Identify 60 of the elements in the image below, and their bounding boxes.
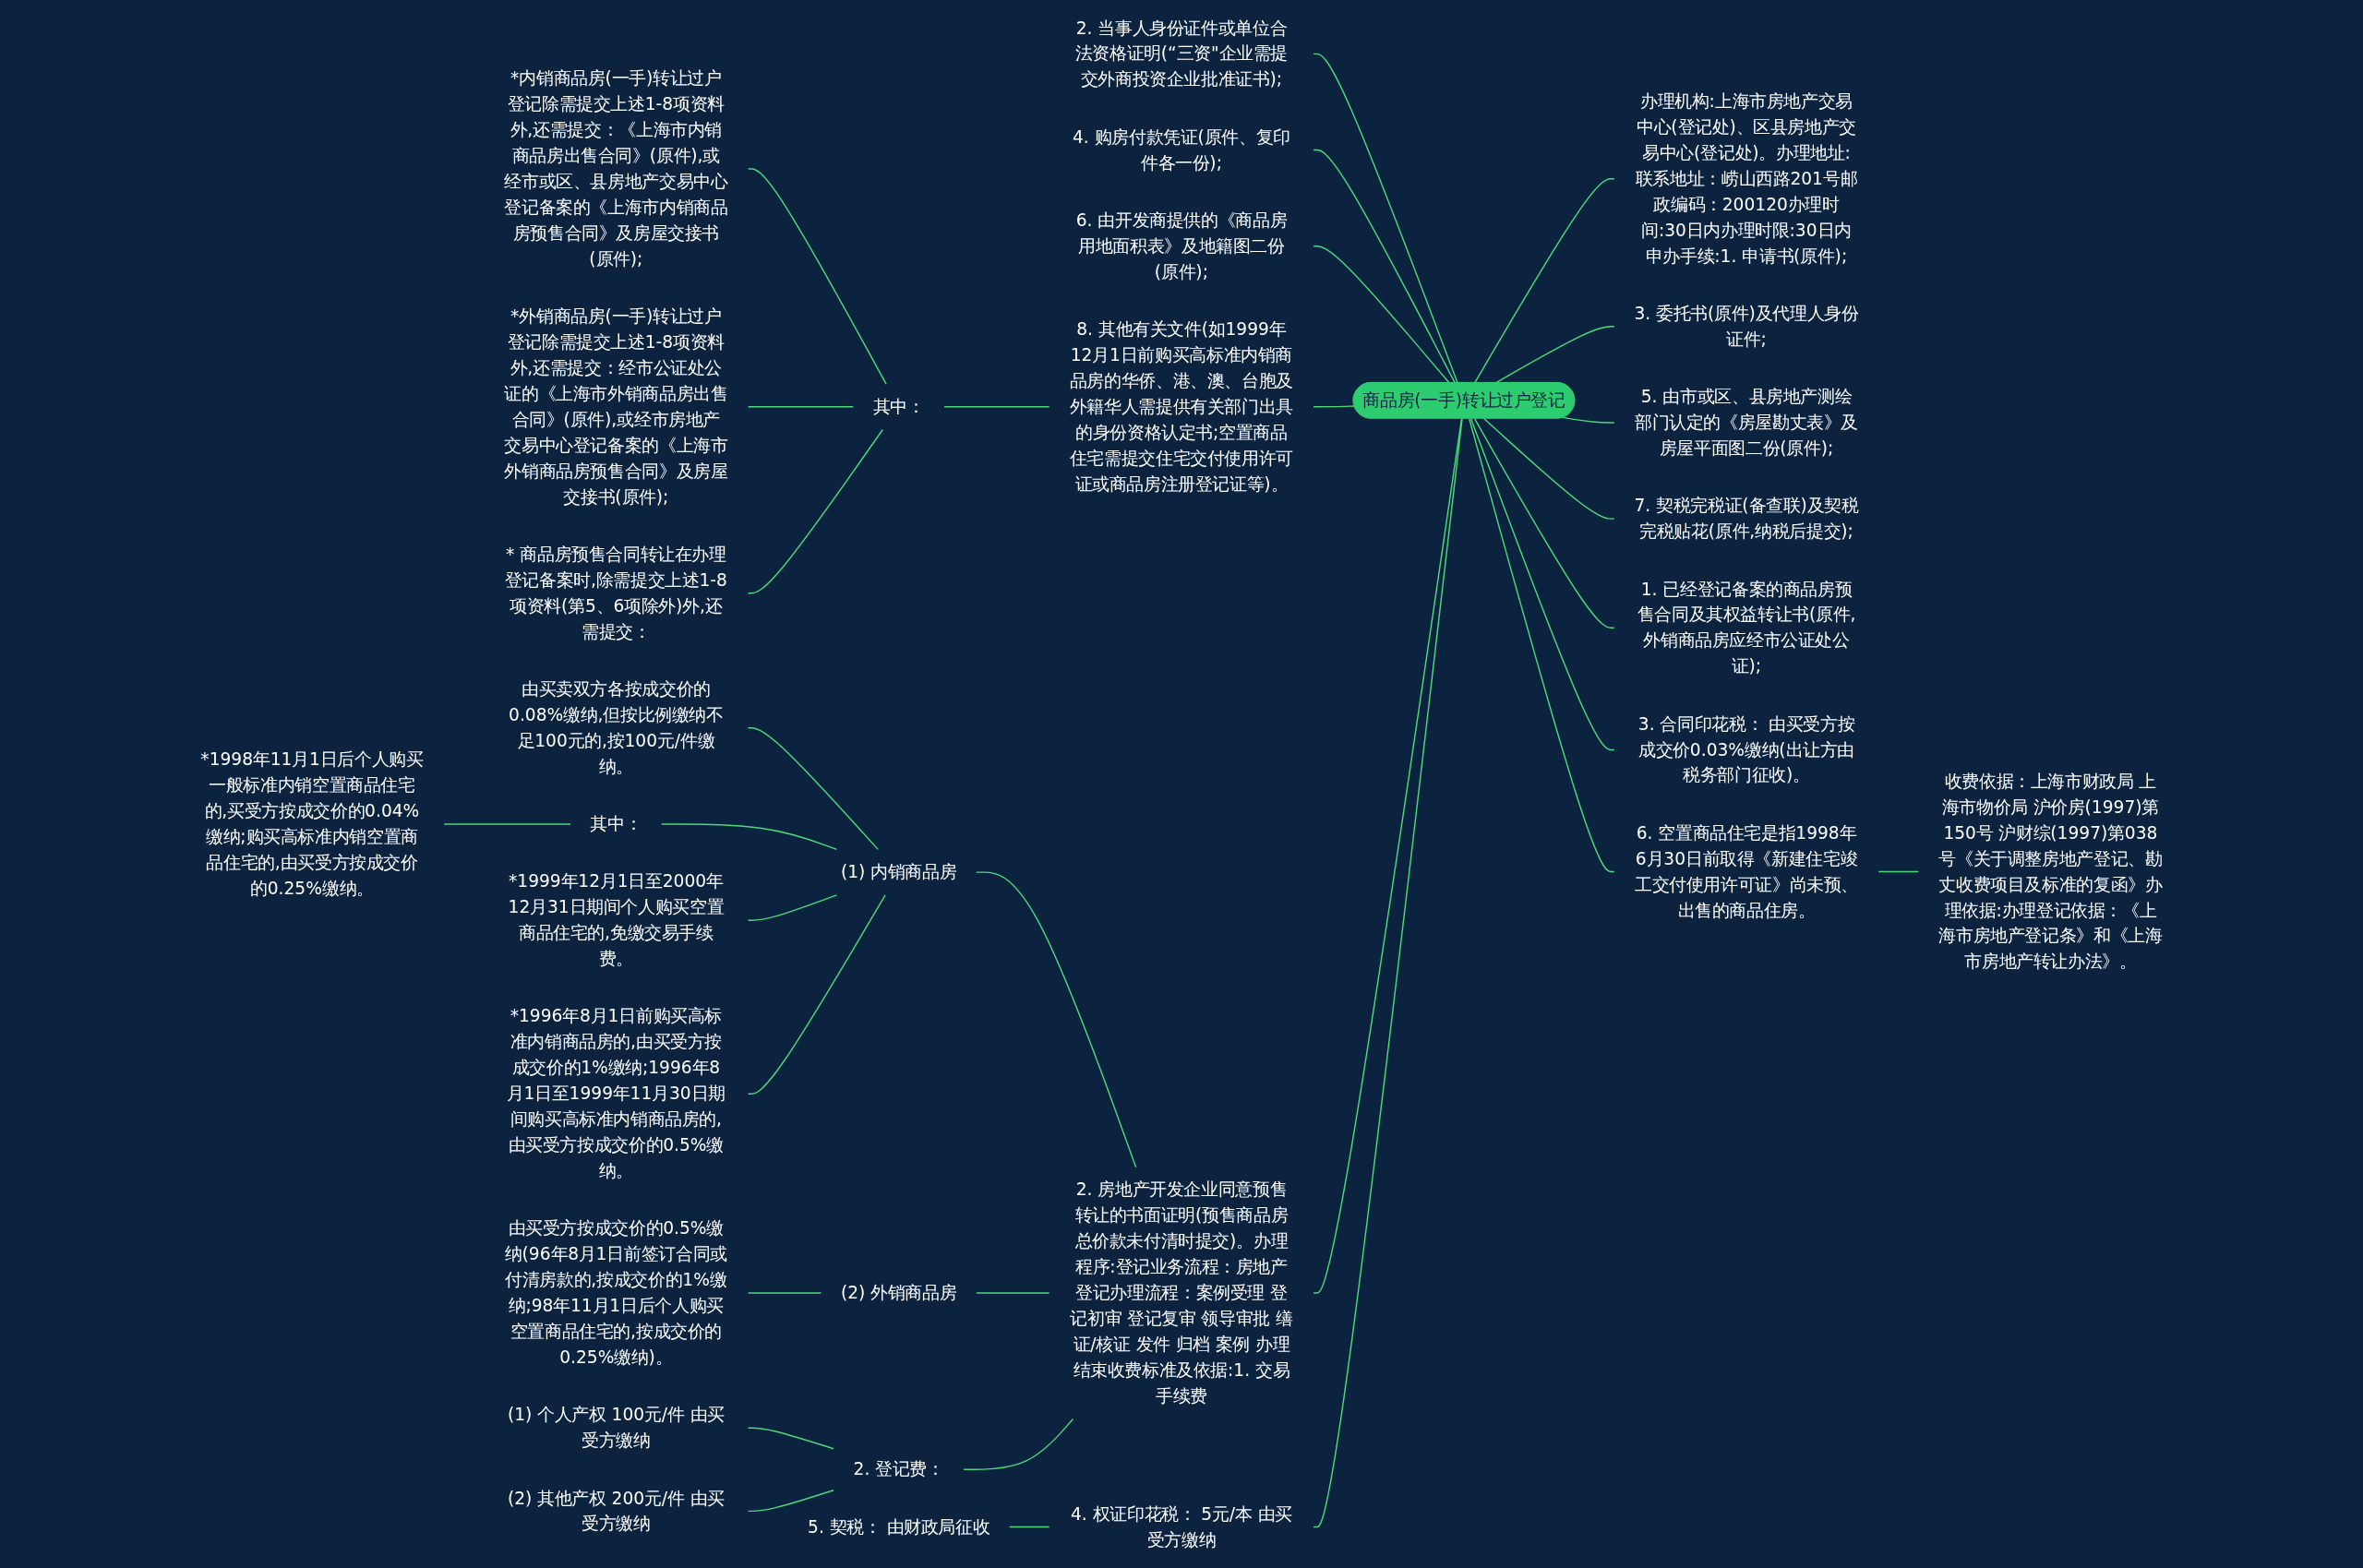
- node-text: 3. 合同印花税： 由买受方按成交价0.03%缴纳(出让方由税务部门征收)。: [1638, 713, 1855, 785]
- connector: [748, 727, 880, 851]
- node-text: (2) 外销商品房: [841, 1282, 957, 1303]
- connector: [748, 1490, 835, 1513]
- node-text: 办理机构:上海市房地产交易中心(登记处)、区县房地产交易中心(登记处)。办理地址:联系地址：崂山西路201号邮政编码：200120办理时间:30日内办理时限:30日内申办手续:1. 申请书(原件);: [1636, 90, 1858, 266]
- connector: [1495, 326, 1615, 384]
- node-text: 其中：: [590, 813, 642, 834]
- connector: [1009, 1526, 1050, 1528]
- node-text: *内销商品房(一手)转让过户登记除需提交上述1-8项资料外,还需提交：《上海市内销商品房出售合同》(原件),或经市或区、县房地产交易中心登记备案的《上海市内销商品房预售合同》及房屋交接书(原件);: [504, 68, 728, 269]
- connector: [1313, 149, 1457, 384]
- node-text: 由买卖双方各按成交价的0.08%缴纳,但按比例缴纳不足100元的,按100元/件缴纳。: [509, 678, 724, 777]
- node-text: * 商品房预售合同转让在办理登记备案时,除需提交上述1-8项资料(第5、6项除外)外,还需提交：: [505, 544, 728, 641]
- node-text: 5. 由市或区、县房地产测绘部门认定的《房屋勘丈表》及房屋平面图二份(原件);: [1635, 386, 1859, 459]
- node-text: 2. 当事人身份证件或单位合法资格证明(“三资"企业需提交外商投资企业批准证书);: [1075, 18, 1289, 90]
- connector: [963, 1418, 1074, 1470]
- node-text: *1996年8月1日前购买高标准内销商品房的,由买受方按成交价的1%缴纳;1996年8月1日至1999年11月30日期间购买高标准内销商品房的,由买受方按成交价的0.5%缴纳。: [507, 1006, 726, 1181]
- connector: [1474, 417, 1615, 629]
- connector: [748, 894, 838, 921]
- connector: [748, 1292, 822, 1294]
- connector: [1469, 417, 1615, 873]
- connector: [1313, 417, 1464, 1528]
- connector: [748, 406, 855, 408]
- connector: [1470, 417, 1615, 751]
- node-text: 收费依据：上海市财政局 上海市物价局 沪价房(1997)第150号 沪财综(1997)第038号《关于调整房地产登记、勘丈收费项目及标准的复函》办理依据:办理登记依据：《上海市房地产登记条》和《上海市房地产转让办法》。: [1938, 771, 2163, 972]
- node-text: *1999年12月1日至2000年12月31日期间个人购买空置商品住宅的,免缴交易手续费。: [508, 871, 725, 969]
- connector: [748, 1427, 835, 1450]
- connector: [1474, 178, 1615, 384]
- node-text: 4. 权证印花税： 5元/本 由买受方缴纳: [1071, 1503, 1293, 1550]
- connector: [1313, 417, 1463, 1294]
- node-text: 8. 其他有关文件(如1999年12月1日前购买高标准内销商品房的华侨、港、澳、台胞及外籍华人需提供有关部门出具的身份资格认定书;空置商品住宅需提交住宅交付使用许可证或商品房注册登记证等)。: [1070, 318, 1294, 494]
- connector: [1562, 416, 1615, 424]
- node-text: 1. 已经登记备案的商品房预售合同及其权益转让书(原件,外销商品房应经市公证处公证);: [1637, 579, 1856, 676]
- node-text: *外销商品房(一手)转让过户登记除需提交上述1-8项资料外,还需提交：经市公证处公证的《上海市外销商品房出售合同》(原件),或经市房地产交易中心登记备案的《上海市外销商品房预售合同》及房屋交接书(原件);: [504, 305, 728, 507]
- connector: [976, 1292, 1050, 1294]
- connector: [1877, 870, 1920, 873]
- connector: [1313, 53, 1459, 384]
- connector: [976, 871, 1137, 1168]
- node-text: 由买受方按成交价的0.5%缴纳(96年8月1日前签订合同或付清房款的,按成交价的1%缴纳;98年11月1日后个人购买空置商品住宅的,按成交价的0.25%缴纳)。: [505, 1218, 728, 1368]
- node-text: 2. 登记费：: [853, 1459, 945, 1479]
- node-text: 6. 由开发商提供的《商品房用地面积表》及地籍图二份(原件);: [1075, 209, 1288, 282]
- node-text: (1) 内销商品房: [841, 861, 957, 882]
- node-text: 6. 空置商品住宅是指1998年6月30日前取得《新建住宅竣工交付使用许可证》尚未预、出售的商品住房。: [1635, 822, 1859, 920]
- node-text: 4. 购房付款凭证(原件、复印件各一份);: [1073, 126, 1291, 173]
- connector: [748, 168, 888, 385]
- node-text: 5. 契税： 由财政局征收: [808, 1516, 990, 1537]
- connector: [1483, 417, 1615, 520]
- node-text: (1) 个人产权 100元/件 由买受方缴纳: [508, 1405, 726, 1451]
- node-text: 3. 委托书(原件)及代理人身份证件;: [1634, 303, 1859, 350]
- connector: [661, 823, 838, 851]
- node-text: 其中：: [873, 396, 925, 417]
- connector: [943, 406, 1050, 408]
- node-text: *1998年11月1日后个人购买一般标准内销空置商品住宅的,买受方按成交价的0.04%缴纳;购买高标准内销空置商品住宅的,由买受方按成交价的0.25%缴纳。: [200, 749, 424, 899]
- connector: [443, 823, 571, 825]
- connector: [1313, 245, 1450, 384]
- connector: [1313, 405, 1356, 408]
- connector: [748, 894, 887, 1095]
- node-text: (2) 其他产权 200元/件 由买受方缴纳: [508, 1488, 726, 1534]
- node-text: 2. 房地产开发企业同意预售转让的书面证明(预售商品房总价款未付清时提交)。办理程序:登记业务流程：房地产登记办理流程：案例受理 登记初审 登记复审 领导审批 缮证/核证 发件 归档 案例 办理结束收费标准及依据:1. 交易手续费: [1070, 1179, 1293, 1406]
- node-text: 7. 契税完税证(备查联)及契税完税贴花(原件,纳税后提交);: [1634, 496, 1859, 542]
- connector: [748, 428, 884, 594]
